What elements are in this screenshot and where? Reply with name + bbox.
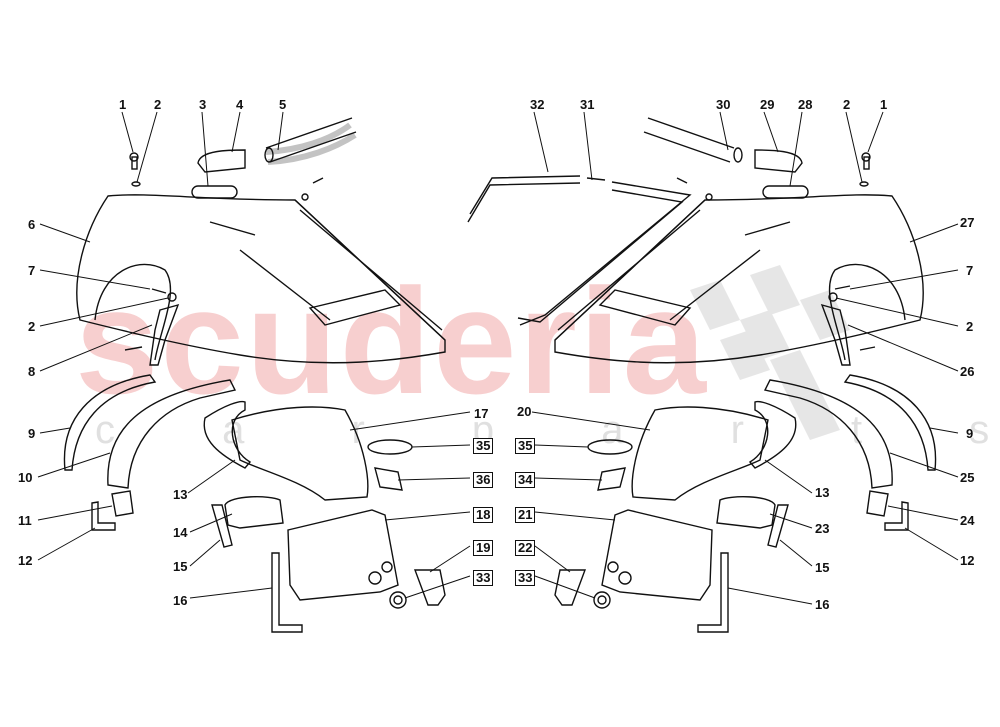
callout-4: 4 [236, 97, 244, 112]
callout-35: 35 [515, 438, 536, 454]
callout-1: 1 [119, 97, 127, 112]
callout-13: 13 [173, 487, 188, 502]
callout-29: 29 [760, 97, 775, 112]
callout-7: 7 [966, 263, 974, 278]
callout-15: 15 [173, 559, 188, 574]
callout-25: 25 [960, 470, 975, 485]
callout-5: 5 [279, 97, 287, 112]
callout-21: 21 [515, 507, 536, 523]
watermark-brand: scuderia [75, 257, 708, 425]
callout-10: 10 [18, 470, 33, 485]
callout-16: 16 [815, 597, 830, 612]
part-20-inner-panel [631, 406, 769, 501]
callout-8: 8 [28, 364, 36, 379]
callout-17: 17 [474, 406, 489, 421]
callout-30: 30 [716, 97, 731, 112]
part-6-left-fender [76, 194, 446, 364]
callout-16: 16 [173, 593, 188, 608]
callout-11: 11 [18, 513, 32, 528]
callout-18: 18 [473, 507, 494, 523]
callout-15: 15 [815, 560, 830, 575]
callout-13: 13 [815, 485, 830, 500]
callout-7: 7 [28, 263, 36, 278]
callout-6: 6 [28, 217, 36, 232]
watermark-sub: c a r p a r t s [95, 408, 1000, 452]
callout-26: 26 [960, 364, 975, 379]
callout-20: 20 [517, 404, 532, 419]
callout-3: 3 [199, 97, 207, 112]
part-21-panel [601, 509, 713, 601]
callout-24: 24 [960, 513, 975, 528]
callout-2: 2 [154, 97, 162, 112]
callout-33: 33 [473, 570, 494, 586]
callout-28: 28 [798, 97, 813, 112]
callout-23: 23 [815, 521, 830, 536]
callout-2: 2 [966, 319, 974, 334]
callout-27: 27 [960, 215, 975, 230]
checkered-flag-icon [690, 265, 850, 440]
part-17-inner-panel [231, 406, 369, 501]
callout-12: 12 [18, 553, 33, 568]
callout-9: 9 [966, 426, 974, 441]
callout-22: 22 [515, 540, 536, 556]
callout-34: 34 [515, 472, 536, 488]
callout-9: 9 [28, 426, 36, 441]
callout-14: 14 [173, 525, 188, 540]
callout-33: 33 [515, 570, 536, 586]
callout-35: 35 [473, 438, 494, 454]
callout-19: 19 [473, 540, 494, 556]
callout-2: 2 [28, 319, 36, 334]
callout-36: 36 [473, 472, 494, 488]
part-18-panel [287, 509, 399, 601]
callout-1: 1 [880, 97, 888, 112]
callout-32: 32 [530, 97, 545, 112]
callout-31: 31 [580, 97, 595, 112]
callout-12: 12 [960, 553, 975, 568]
callout-2: 2 [843, 97, 851, 112]
